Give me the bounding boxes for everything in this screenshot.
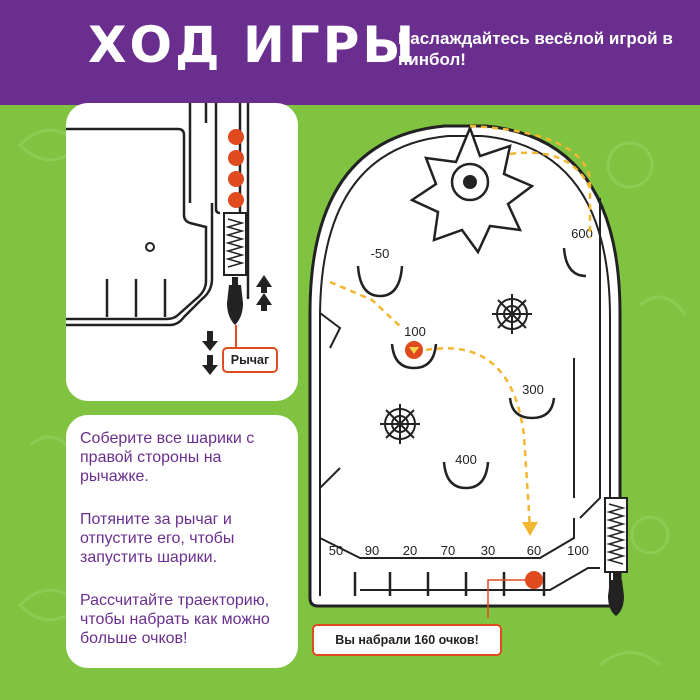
instructions-card: Соберите все шарики с правой стороны на …	[66, 415, 298, 668]
spiderweb-icon	[380, 404, 420, 444]
spring-housing	[604, 497, 628, 573]
arrow-down-icon	[202, 341, 218, 351]
launcher-closeup-illustration	[66, 103, 272, 375]
instruction-2: Потяните за рычаг и отпустите его, чтобы…	[80, 511, 235, 566]
bumper-label: -50	[371, 246, 390, 261]
slot-label: 90	[365, 543, 379, 558]
slot-label: 70	[441, 543, 455, 558]
ball-icon	[228, 171, 244, 187]
bumper-label: 100	[404, 324, 426, 339]
spiderweb-icon	[492, 294, 532, 334]
arrow-down-icon	[202, 365, 218, 375]
instruction-3: Рассчитайте траекторию, чтобы набрать ка…	[80, 592, 270, 647]
bumper-label: 400	[455, 452, 477, 467]
bumper-label: 600	[571, 226, 593, 241]
slot-label: 60	[527, 543, 541, 558]
bumper-cup	[390, 343, 438, 370]
page-title: ХОД ИГРЫ	[88, 16, 418, 74]
lever-icon	[608, 580, 624, 616]
pin-icon	[145, 242, 155, 252]
lever-icon	[227, 285, 243, 325]
ball-icon	[228, 150, 244, 166]
spring-icon	[606, 503, 626, 565]
bumper-cup	[442, 461, 490, 490]
header-banner	[0, 0, 700, 105]
pinball-board: -50 100 600 300 400 50 90 20 70 30 60 10…	[308, 124, 628, 618]
score-result-label: Вы набрали 160 очков!	[312, 624, 502, 656]
ball-icon	[228, 129, 244, 145]
bumper-cup	[562, 247, 587, 278]
slot-label: 30	[481, 543, 495, 558]
spring-icon	[225, 218, 245, 268]
slot-label: 20	[403, 543, 417, 558]
trajectory-path	[469, 124, 592, 238]
bumper-cup	[508, 397, 556, 420]
slot-label: 50	[329, 543, 343, 558]
page-subtitle: Наслаждайтесь весёлой игрой в пинбол!	[398, 29, 673, 69]
slot-label: 100	[567, 543, 589, 558]
bumper-cup	[356, 265, 404, 298]
instruction-1: Соберите все шарики с правой стороны на …	[80, 430, 255, 485]
bumper-label: 300	[522, 382, 544, 397]
ball-icon	[228, 192, 244, 208]
lever-label: Рычаг	[222, 347, 278, 373]
